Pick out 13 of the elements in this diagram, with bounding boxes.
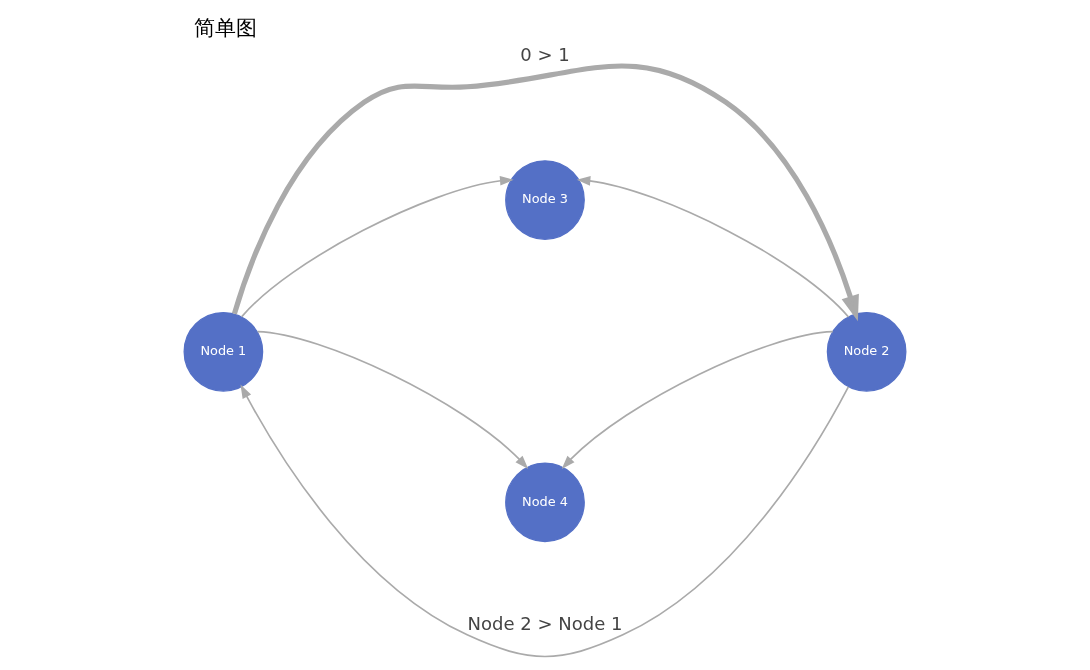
arrow bbox=[241, 176, 514, 318]
diagram-title: 简单图 bbox=[193, 16, 257, 41]
node-circle: Node 1 bbox=[183, 311, 264, 392]
node-circle: Node 4 bbox=[505, 462, 585, 543]
arrow bbox=[561, 330, 834, 470]
arrow bbox=[576, 176, 850, 318]
node-circle: Node 3 bbox=[505, 160, 585, 240]
edge-label: Node 2 > Node 1 bbox=[467, 612, 623, 634]
edge-label: 0 > 1 bbox=[520, 44, 570, 66]
arrow bbox=[256, 330, 529, 470]
arrow bbox=[240, 384, 850, 658]
arrow bbox=[231, 63, 859, 322]
node-circle: Node 2 bbox=[826, 311, 907, 392]
